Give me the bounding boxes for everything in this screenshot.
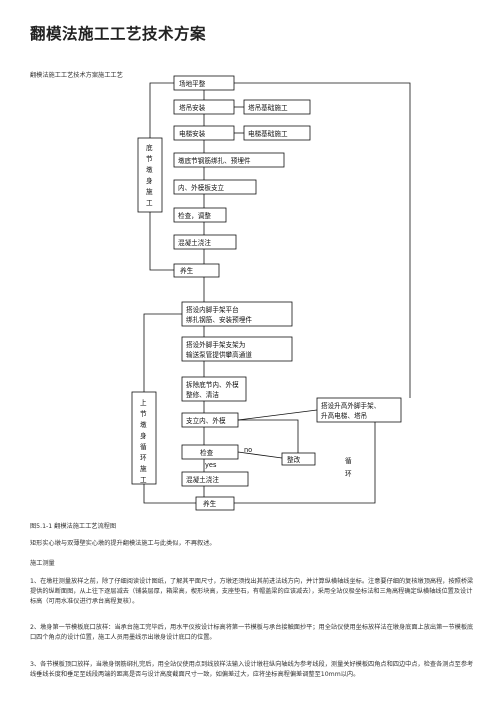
svg-text:整改: 整改	[287, 455, 301, 464]
svg-text:支立内、外模: 支立内、外模	[186, 416, 226, 425]
flow-step-concrete-pour-2: 混凝土浇注	[181, 471, 249, 487]
svg-text:身: 身	[140, 431, 147, 440]
paragraph-2: 2、墩身第一节模板底口放样：当承台施工完毕后，用水平仪按设计标高将第一节模板与承…	[30, 624, 474, 641]
svg-text:塔吊安装: 塔吊安装	[179, 103, 206, 112]
intro-text: 矩形实心墩与双薄壁实心墩的提升翻模法施工与此类似，不再叙述。	[30, 540, 216, 547]
svg-text:节: 节	[146, 155, 153, 163]
paragraph-1: 1、在墩柱测量放样之前，除了仔细阅读设计图纸，了解其平面尺寸，方墩还须找出其前进…	[30, 578, 474, 605]
svg-text:no: no	[244, 446, 252, 454]
svg-text:电梯基础施工: 电梯基础施工	[248, 129, 288, 138]
svg-text:塔吊基础施工: 塔吊基础施工	[248, 103, 288, 112]
page-subtitle: 翻模法施工工艺技术方案施工工艺	[30, 72, 123, 79]
svg-text:节: 节	[140, 410, 147, 418]
svg-text:电梯安装: 电梯安装	[179, 129, 206, 138]
svg-text:检查，调整: 检查，调整	[178, 211, 211, 220]
svg-text:搭设升高外脚手架、: 搭设升高外脚手架、	[321, 401, 380, 410]
svg-text:搭设外脚手架支架为: 搭设外脚手架支架为	[186, 340, 245, 349]
svg-text:yes: yes	[205, 461, 217, 469]
svg-text:检查: 检查	[200, 448, 214, 457]
flow-step-site-leveling: 场地平整	[173, 75, 235, 91]
svg-text:底: 底	[146, 143, 153, 152]
flow-step-tower-crane-install: 塔吊安装	[173, 99, 235, 115]
svg-text:整修、清洁: 整修、清洁	[186, 390, 219, 399]
svg-text:身: 身	[146, 176, 153, 185]
flow-step-curing-2: 养生	[195, 496, 235, 511]
svg-text:搭设内脚手架平台: 搭设内脚手架平台	[186, 305, 239, 314]
svg-text:工: 工	[140, 476, 147, 484]
flow-step-formwork-erect: 内、外模板支立	[173, 179, 257, 195]
svg-text:输送泵管提供攀高通道: 输送泵管提供攀高通道	[186, 350, 252, 359]
svg-text:循: 循	[345, 456, 352, 465]
bottom-section-label: 底 节 墩 身 施 工	[137, 137, 163, 213]
svg-text:施: 施	[146, 187, 153, 196]
upper-section-label: 上 节 墩 身 循 环 施 工	[131, 391, 157, 485]
svg-text:内、外模板支立: 内、外模板支立	[178, 183, 225, 192]
svg-text:养生: 养生	[180, 266, 194, 275]
svg-text:上: 上	[140, 398, 147, 407]
paragraph-3: 3、各节模板顶口放样，当墩身钢筋绑扎完后，用全站仪使用点到线放样法输入设计墩柱纵…	[30, 661, 474, 678]
svg-text:工: 工	[146, 199, 153, 207]
svg-text:墩: 墩	[146, 165, 153, 174]
flow-step-elevator-base: 电梯基础施工	[243, 125, 311, 141]
svg-text:混凝土浇注: 混凝土浇注	[178, 238, 211, 247]
svg-text:绑扎钢筋、安装预埋件: 绑扎钢筋、安装预埋件	[186, 315, 252, 324]
construction-flowchart: 场地平整 塔吊安装 塔吊基础施工 电梯安装 电梯基础施工 墩底节钢筋绑扎、预埋件…	[131, 75, 411, 511]
svg-text:混凝土浇注: 混凝土浇注	[186, 475, 219, 484]
page-title: 翻模法施工工艺技术方案	[30, 25, 207, 43]
flow-step-raise-outer-scaffold: 搭设升高外脚手架、 升高电梯、塔吊	[316, 397, 402, 423]
flow-step-inspect: 检查	[181, 444, 239, 460]
svg-text:环: 环	[345, 470, 352, 478]
svg-text:养生: 养生	[203, 499, 217, 508]
svg-text:拆除底节内、外模: 拆除底节内、外模	[186, 380, 239, 389]
svg-text:环: 环	[140, 454, 147, 462]
svg-text:墩底节钢筋绑扎、预埋件: 墩底节钢筋绑扎、预埋件	[178, 156, 251, 165]
flow-step-tower-crane-base: 塔吊基础施工	[243, 99, 311, 115]
flow-step-bottom-rebar: 墩底节钢筋绑扎、预埋件	[173, 152, 285, 168]
flow-step-outer-scaffold: 搭设外脚手架支架为 输送泵管提供攀高通道	[181, 336, 293, 362]
svg-text:施: 施	[140, 464, 147, 473]
flow-step-remove-bottom-form: 拆除底节内、外模 整修、清洁	[181, 376, 247, 402]
svg-text:场地平整: 场地平整	[179, 79, 206, 88]
flow-step-inner-scaffold: 搭设内脚手架平台 绑扎钢筋、安装预埋件	[181, 301, 293, 327]
figure-caption: 图5.1-1 翻模法施工工艺流程图	[30, 523, 117, 530]
flow-step-erect-forms: 支立内、外模	[181, 412, 239, 428]
section-heading: 施工测量	[30, 560, 55, 567]
flow-step-elevator-install: 电梯安装	[173, 125, 235, 141]
flow-step-inspect-adjust: 检查，调整	[173, 207, 227, 223]
svg-text:升高电梯、塔吊: 升高电梯、塔吊	[321, 411, 367, 420]
flow-step-rectify: 整改	[281, 452, 316, 466]
flow-step-curing-1: 养生	[173, 263, 220, 278]
flow-step-concrete-pour-1: 混凝土浇注	[173, 234, 237, 250]
svg-text:墩: 墩	[140, 420, 147, 429]
svg-text:循: 循	[140, 442, 147, 451]
